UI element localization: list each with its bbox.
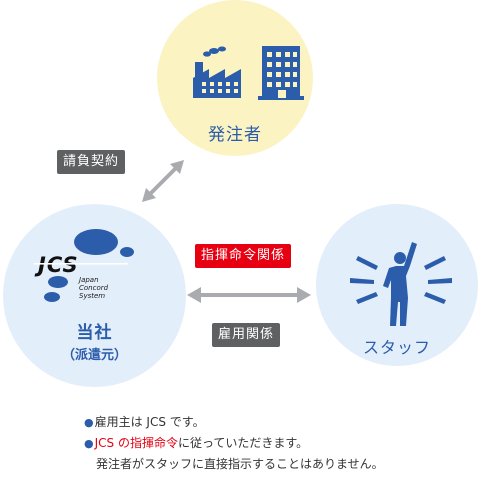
office-building-icon [258,46,304,100]
company-label: 当社 [76,323,113,343]
staff-relations-arrow [187,287,311,303]
factory-icon [193,46,241,98]
bullet-icon: ● [84,437,94,450]
jcs-logo-mark: JCS [34,253,79,277]
staff-label: スタッフ [362,338,431,357]
note-line: 発注者がスタッフに直接指示することはありません。 [84,454,384,475]
employment-relation-tag: 雇用関係 [212,323,281,347]
command-relation-tag: 指揮命令関係 [195,244,292,268]
jcs-logo-line1: Japan [79,276,99,284]
contract-arrow [142,160,184,202]
staff-person-icon [350,242,452,326]
note-command-highlight: JCS の指揮命令 [94,436,178,450]
bullet-icon: ● [84,416,94,429]
jcs-logo-line3: System [79,292,106,300]
note-line: ●JCS の指揮命令に従っていただきます。 [84,433,384,454]
jcs-logo-text: Japan Concord System [79,276,159,300]
note-employer: 雇用主は JCS です。 [94,415,205,429]
note-line: ●雇用主は JCS です。 [84,412,384,433]
jcs-logo: JCS [34,229,134,302]
company-sublabel: （派遣元） [61,348,127,363]
note-no-direct-instruction: 発注者がスタッフに直接指示することはありません。 [96,457,384,471]
client-label: 発注者 [208,125,262,145]
jcs-logo-line2: Concord [79,284,109,292]
notes: ●雇用主は JCS です。 ●JCS の指揮命令に従っていただきます。 発注者が… [84,412,384,475]
note-command-rest: に従っていただきます。 [177,436,309,450]
contract-relation-tag: 請負契約 [57,150,126,174]
